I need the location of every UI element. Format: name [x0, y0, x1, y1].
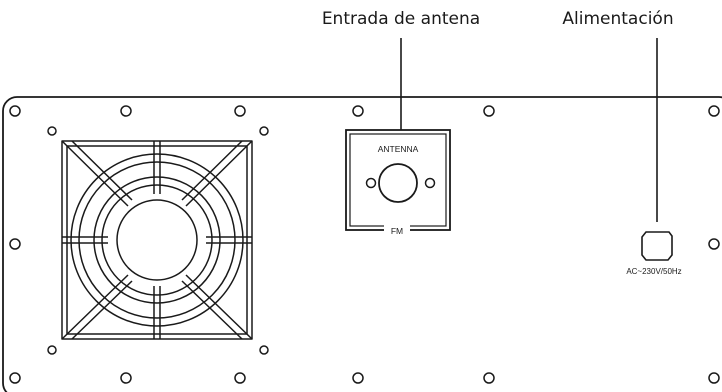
screw-hole: [708, 238, 720, 250]
screw-hole: [9, 238, 21, 250]
fan-hub: [116, 199, 198, 281]
antenna-label: ANTENNA: [378, 144, 419, 154]
screw-hole: [234, 372, 246, 384]
fan-screw-hole: [259, 345, 269, 355]
power-rating-label: AC~230V/50Hz: [626, 267, 681, 276]
fm-label: FM: [391, 226, 403, 236]
screw-hole: [9, 372, 21, 384]
screw-hole: [483, 105, 495, 117]
fan-grille-outer: [61, 140, 253, 340]
fan-screw-hole: [259, 126, 269, 136]
screw-hole: [352, 372, 364, 384]
screw-hole: [708, 372, 720, 384]
screw-hole: [352, 105, 364, 117]
antenna-connector[interactable]: [378, 163, 418, 203]
power-callout: Alimentación: [562, 9, 673, 29]
screw-hole: [483, 372, 495, 384]
screw-hole: [234, 105, 246, 117]
screw-hole: [9, 105, 21, 117]
antenna-screw-right: [424, 177, 436, 189]
antenna-plate: ANTENNA FM: [345, 129, 451, 236]
antenna-screw-left: [365, 177, 377, 189]
power-socket: AC~230V/50Hz: [626, 231, 682, 276]
fan-screw-hole: [47, 126, 57, 136]
screw-hole: [708, 105, 720, 117]
screw-hole: [120, 372, 132, 384]
fan-grille: [61, 140, 253, 340]
rear-panel: [2, 96, 722, 392]
screw-hole: [120, 105, 132, 117]
power-inlet: [641, 231, 673, 261]
screw-holes: [9, 105, 720, 384]
antenna-input-callout: Entrada de antena: [322, 9, 480, 29]
fan-screw-hole: [47, 345, 57, 355]
